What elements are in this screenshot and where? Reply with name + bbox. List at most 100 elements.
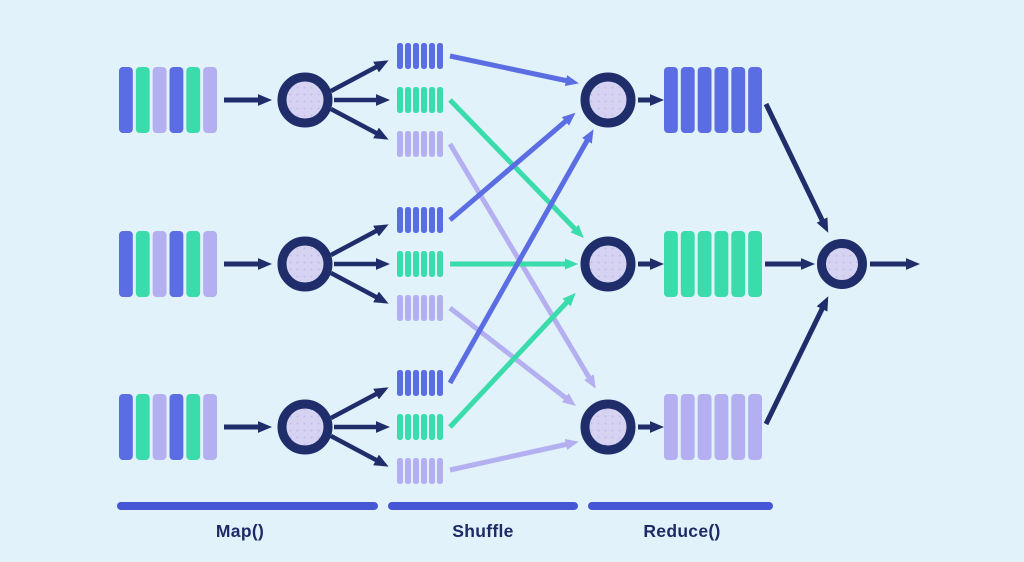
data-bar-purple bbox=[152, 231, 167, 297]
fanout-arrow-r3-blue bbox=[329, 387, 389, 420]
data-bar-purple bbox=[680, 394, 695, 460]
fanout-arrow-r1-blue bbox=[329, 60, 389, 93]
data-bar-blue bbox=[714, 67, 729, 133]
data-bar-green bbox=[405, 414, 411, 440]
data-bar-blue bbox=[748, 67, 762, 133]
data-bar-purple bbox=[748, 394, 762, 460]
data-bar-blue bbox=[429, 207, 435, 233]
shuffle-arrow-r2-blue bbox=[448, 112, 576, 222]
data-bar-green bbox=[397, 251, 403, 277]
data-bar-blue bbox=[731, 67, 746, 133]
fanout-arrow-r2-blue bbox=[329, 224, 389, 257]
partition-group-r3-green bbox=[397, 414, 443, 440]
data-bar-blue bbox=[421, 370, 427, 396]
merge-node bbox=[817, 239, 867, 289]
data-bar-purple bbox=[664, 394, 678, 460]
data-bar-purple bbox=[421, 295, 427, 321]
data-bar-green bbox=[731, 231, 746, 297]
data-bar-blue bbox=[405, 370, 411, 396]
data-bar-green bbox=[429, 251, 435, 277]
data-bar-green bbox=[186, 394, 201, 460]
map-stage-arrows bbox=[224, 60, 390, 467]
data-bar-purple bbox=[405, 131, 411, 157]
data-bar-purple bbox=[413, 295, 419, 321]
data-bar-purple bbox=[429, 458, 435, 484]
reduce-stage-arrows bbox=[638, 94, 920, 433]
data-bar-blue bbox=[437, 370, 443, 396]
data-bar-purple bbox=[421, 131, 427, 157]
data-bar-green bbox=[748, 231, 762, 297]
data-bar-purple bbox=[437, 458, 443, 484]
shuffle-arrow-r3-purple bbox=[449, 438, 579, 473]
data-bar-blue bbox=[437, 207, 443, 233]
partition-group-r1-purple bbox=[397, 131, 443, 157]
data-bar-blue bbox=[397, 43, 403, 69]
data-bar-blue bbox=[437, 43, 443, 69]
data-bar-blue bbox=[413, 370, 419, 396]
reduce-stage-label: Reduce() bbox=[643, 521, 721, 541]
map-stage-label: Map() bbox=[215, 521, 265, 541]
fanout-arrow-r3-purple bbox=[329, 434, 389, 467]
partition-group-r1-green bbox=[397, 87, 443, 113]
data-bar-green bbox=[405, 87, 411, 113]
data-bar-blue bbox=[421, 43, 427, 69]
data-bar-purple bbox=[203, 67, 217, 133]
data-bar-blue bbox=[397, 370, 403, 396]
data-bar-purple bbox=[203, 394, 217, 460]
reduce-node-2 bbox=[580, 236, 636, 292]
fanout-arrow-r2-purple bbox=[329, 271, 389, 304]
data-bar-purple bbox=[413, 458, 419, 484]
data-bar-blue bbox=[119, 231, 133, 297]
reduce-stage-bar bbox=[588, 502, 773, 510]
data-bar-purple bbox=[397, 131, 403, 157]
data-bar-purple bbox=[397, 295, 403, 321]
fanout-arrow-r1-purple bbox=[329, 107, 389, 140]
partition-group-r2-blue bbox=[397, 207, 443, 233]
data-bar-blue bbox=[697, 67, 712, 133]
data-bar-purple bbox=[437, 131, 443, 157]
data-bar-green bbox=[437, 251, 443, 277]
shuffle-stage-label: Shuffle bbox=[452, 521, 514, 541]
data-bar-blue bbox=[169, 67, 184, 133]
data-bar-green bbox=[413, 87, 419, 113]
map-stage-bar bbox=[117, 502, 378, 510]
data-bar-green bbox=[429, 87, 435, 113]
data-bar-green bbox=[186, 67, 201, 133]
data-bar-purple bbox=[731, 394, 746, 460]
shuffle-arrow-r3-blue bbox=[447, 129, 594, 385]
data-bar-purple bbox=[405, 458, 411, 484]
data-bar-purple bbox=[152, 394, 167, 460]
output-group-purple bbox=[664, 394, 762, 460]
data-bar-blue bbox=[397, 207, 403, 233]
data-bar-purple bbox=[421, 458, 427, 484]
data-bar-green bbox=[429, 414, 435, 440]
data-bar-green bbox=[397, 414, 403, 440]
merge-arrow-from-blue bbox=[763, 102, 829, 233]
data-bar-purple bbox=[397, 458, 403, 484]
data-bar-green bbox=[680, 231, 695, 297]
data-bar-green bbox=[664, 231, 678, 297]
partition-group-r2-green bbox=[397, 251, 443, 277]
data-bar-blue bbox=[169, 231, 184, 297]
data-bar-purple bbox=[152, 67, 167, 133]
partition-group-r3-blue bbox=[397, 370, 443, 396]
map-node-1 bbox=[277, 72, 333, 128]
shuffle-arrow-r2-purple bbox=[448, 306, 576, 406]
data-bar-blue bbox=[421, 207, 427, 233]
data-bar-green bbox=[421, 251, 427, 277]
data-bar-blue bbox=[119, 67, 133, 133]
shuffle-stage-bar bbox=[388, 502, 578, 510]
data-bar-blue bbox=[413, 43, 419, 69]
output-group-blue bbox=[664, 67, 762, 133]
data-bar-purple bbox=[203, 231, 217, 297]
data-bar-green bbox=[135, 394, 150, 460]
data-bar-blue bbox=[169, 394, 184, 460]
data-bar-blue bbox=[119, 394, 133, 460]
data-bar-blue bbox=[680, 67, 695, 133]
shuffle-arrow-r1-blue bbox=[449, 53, 579, 87]
input-group-2 bbox=[119, 231, 217, 297]
data-bar-green bbox=[135, 67, 150, 133]
data-bar-blue bbox=[405, 43, 411, 69]
data-bar-purple bbox=[405, 295, 411, 321]
